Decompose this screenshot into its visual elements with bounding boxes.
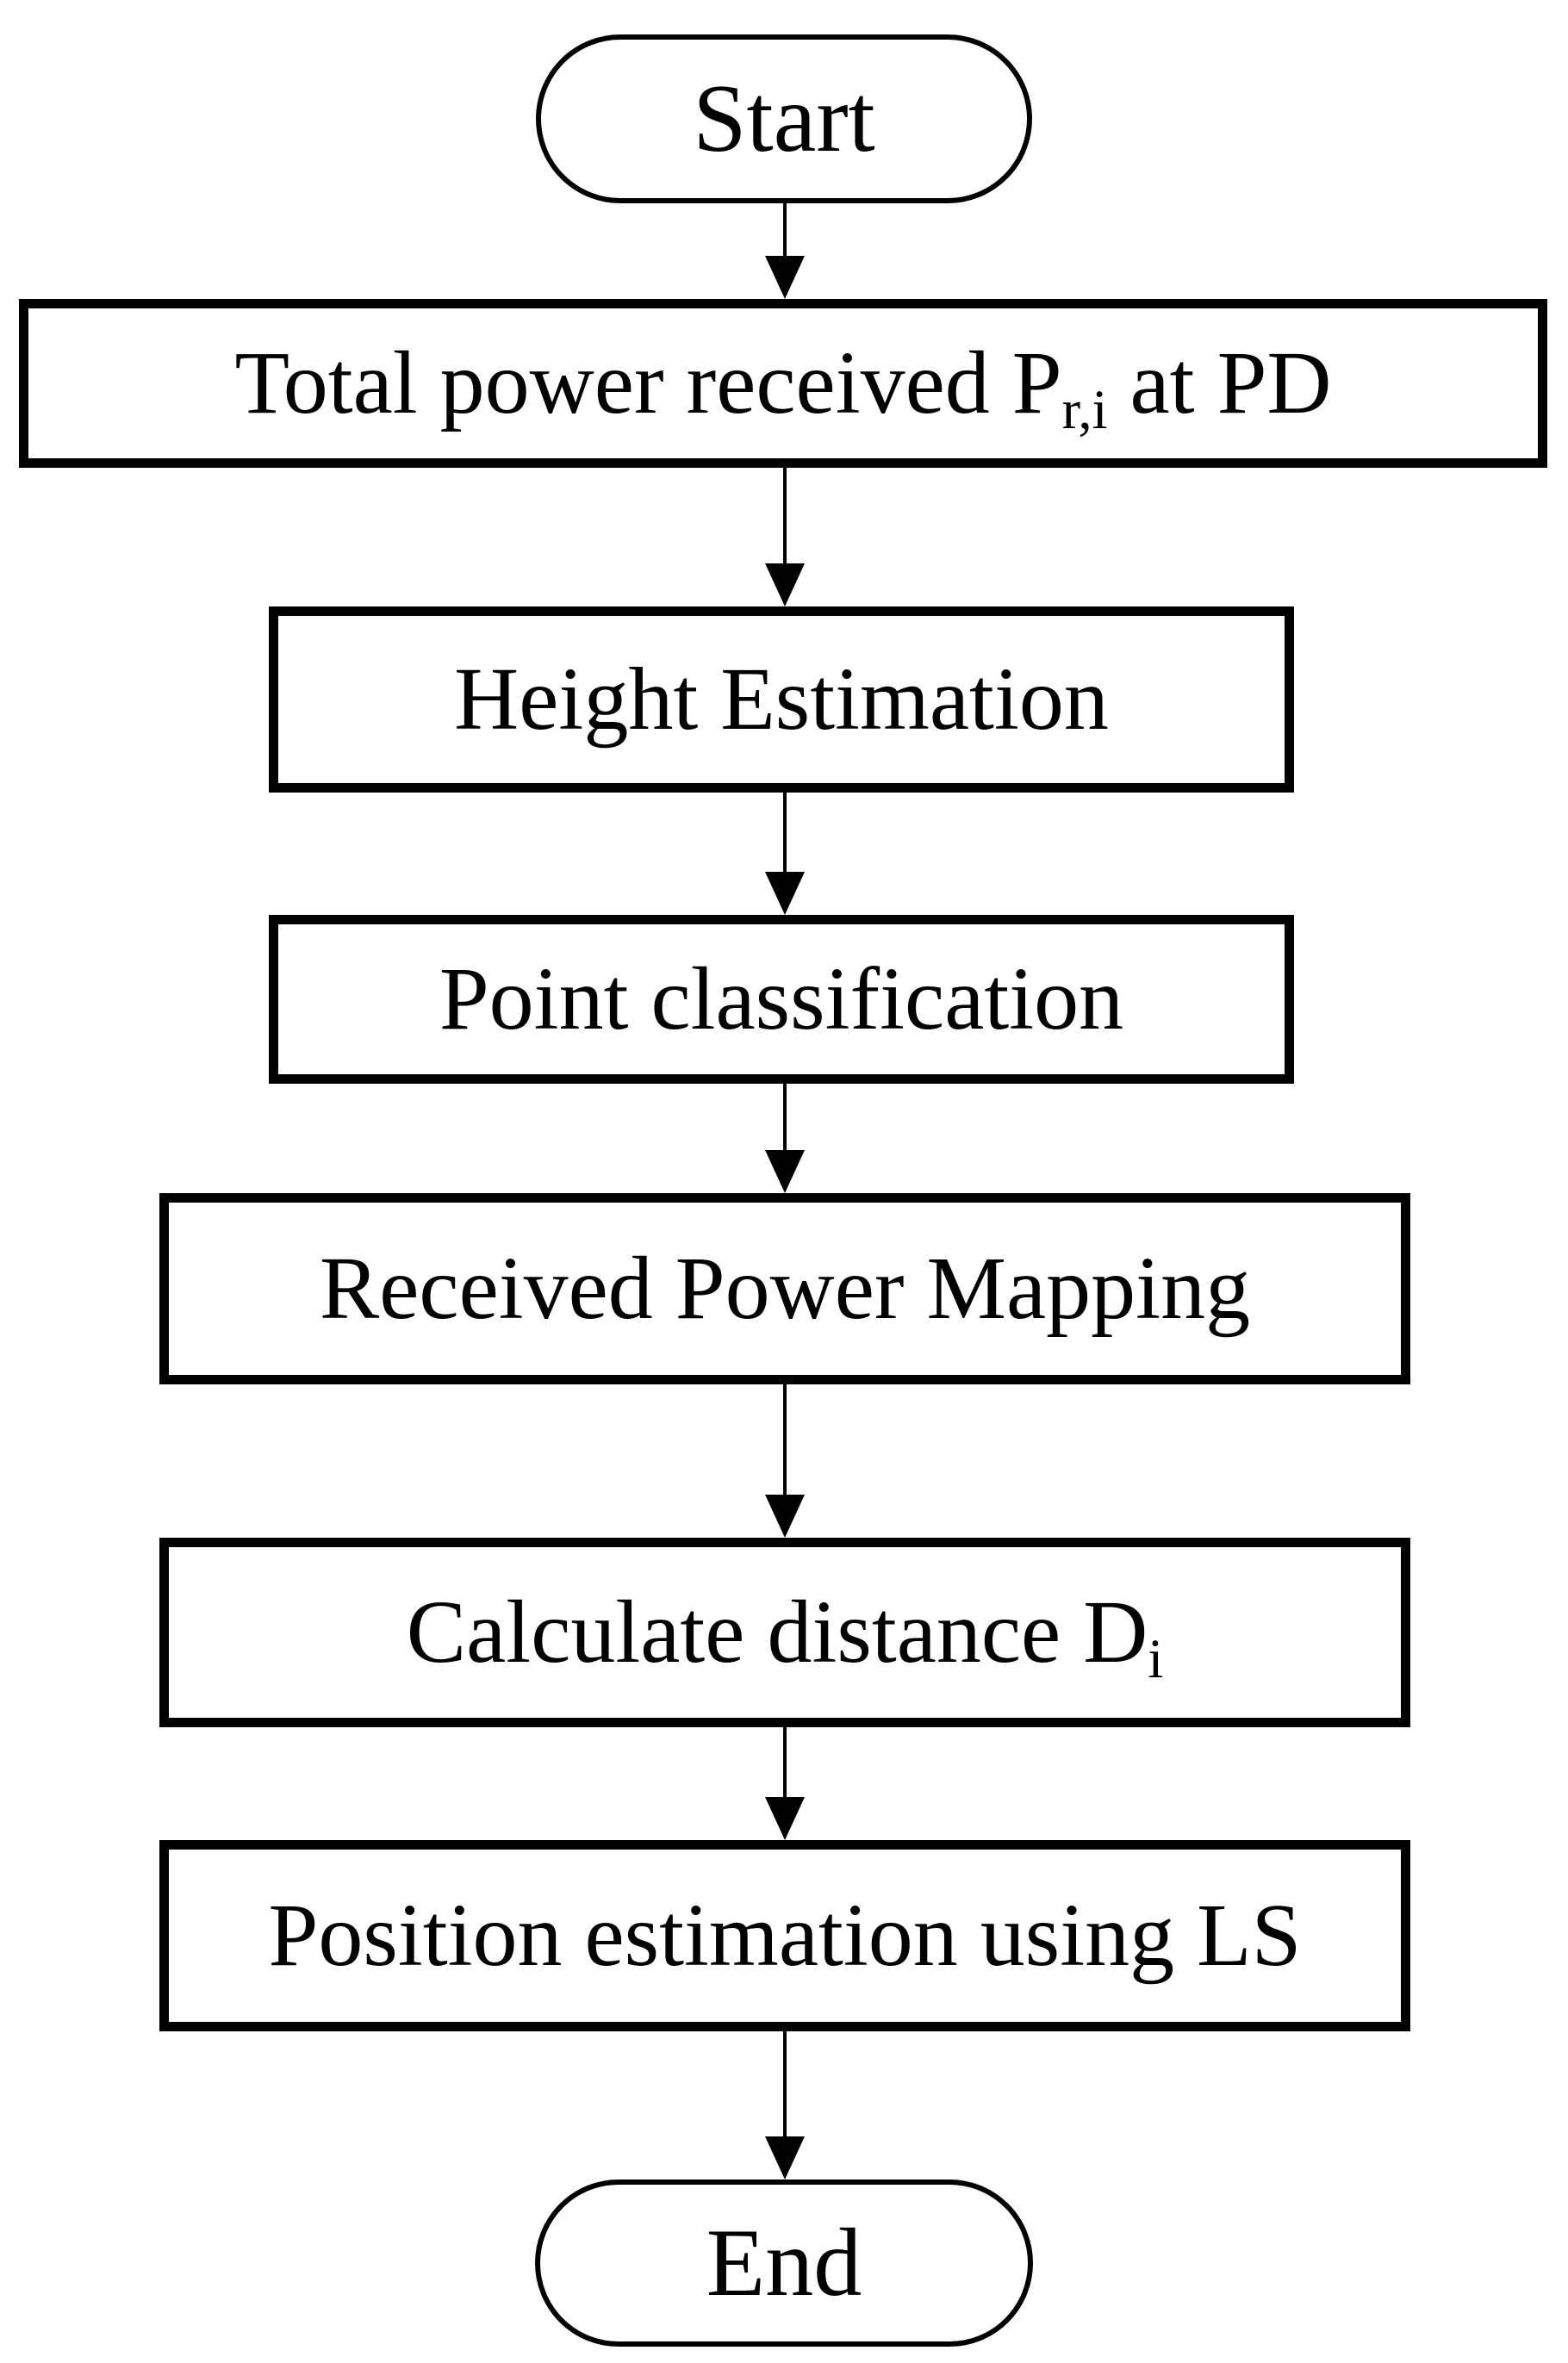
label-subscript: r,i bbox=[1061, 379, 1108, 441]
flow-arrow-height-to-point bbox=[765, 793, 805, 915]
arrow-shaft bbox=[783, 1084, 787, 1155]
label-text: Total power received P bbox=[234, 333, 1062, 432]
label-text: Calculate distance D bbox=[406, 1583, 1148, 1682]
end-node-label: End bbox=[706, 2210, 862, 2316]
label-subscript: i bbox=[1148, 1628, 1164, 1690]
process-height-estimation: Height Estimation bbox=[269, 606, 1294, 793]
arrowhead-icon bbox=[765, 1797, 805, 1840]
process-label: Position estimation using LS bbox=[268, 1886, 1302, 1985]
process-label: Calculate distance Di bbox=[407, 1588, 1163, 1687]
arrowhead-icon bbox=[765, 256, 805, 299]
process-calculate-distance: Calculate distance Di bbox=[159, 1538, 1410, 1727]
process-position-estimation: Position estimation using LS bbox=[159, 1840, 1410, 2031]
flow-arrow-position-to-end bbox=[765, 2031, 805, 2180]
start-node-label: Start bbox=[693, 65, 875, 172]
arrowhead-icon bbox=[765, 2136, 805, 2180]
arrowhead-icon bbox=[765, 872, 805, 915]
arrow-shaft bbox=[783, 2031, 787, 2142]
arrow-shaft bbox=[783, 1727, 787, 1802]
start-node: Start bbox=[536, 34, 1032, 203]
process-label: Point classification bbox=[439, 949, 1124, 1048]
process-received-power-mapping: Received Power Mapping bbox=[159, 1193, 1410, 1384]
flow-arrow-distance-to-position bbox=[765, 1727, 805, 1840]
flow-arrow-total-power-to-height bbox=[765, 468, 805, 606]
flow-arrow-point-to-mapping bbox=[765, 1084, 805, 1193]
arrowhead-icon bbox=[765, 1150, 805, 1193]
arrowhead-icon bbox=[765, 1495, 805, 1538]
end-node: End bbox=[535, 2180, 1033, 2347]
label-text: at PD bbox=[1107, 333, 1332, 432]
arrowhead-icon bbox=[765, 563, 805, 606]
process-label: Received Power Mapping bbox=[319, 1239, 1251, 1338]
arrow-shaft bbox=[783, 1384, 787, 1500]
flow-arrow-start-to-total-power bbox=[765, 203, 805, 299]
arrow-shaft bbox=[783, 793, 787, 877]
process-total-power-received: Total power received Pr,i at PD bbox=[19, 299, 1547, 468]
arrow-shaft bbox=[783, 468, 787, 569]
flow-arrow-mapping-to-distance bbox=[765, 1384, 805, 1538]
process-label: Height Estimation bbox=[454, 650, 1109, 749]
process-point-classification: Point classification bbox=[269, 915, 1294, 1084]
arrow-shaft bbox=[783, 203, 787, 261]
process-label: Total power received Pr,i at PD bbox=[234, 339, 1331, 438]
